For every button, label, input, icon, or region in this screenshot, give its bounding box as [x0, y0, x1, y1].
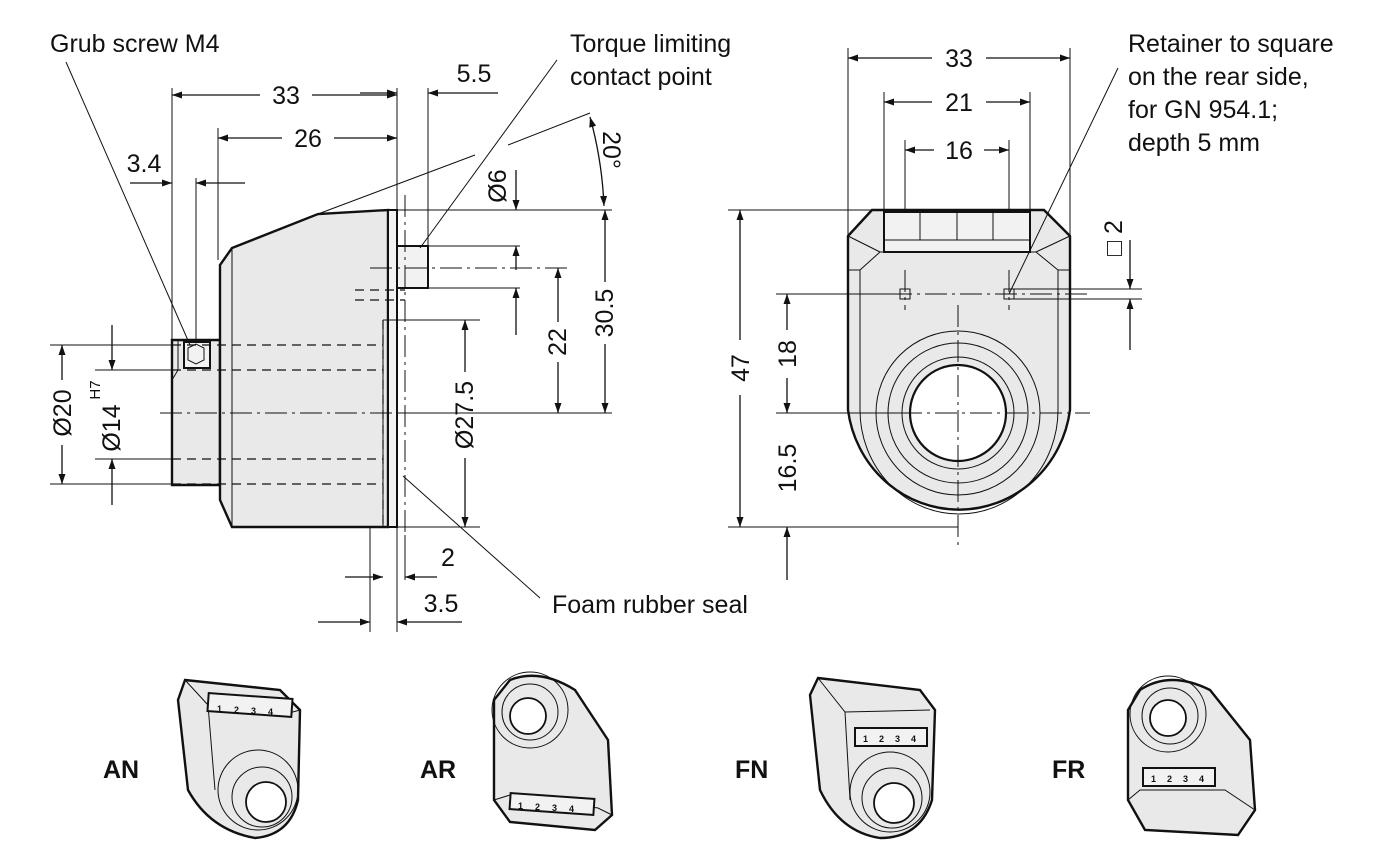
- variant-ar: 1 2 3 4 AR: [420, 671, 614, 832]
- variant-fn: 1 2 3 4 FN: [735, 676, 937, 840]
- dim-dia-14-tolerance: H7: [87, 380, 104, 399]
- variant-fr-digit-4: 4: [1199, 774, 1204, 784]
- dim-width-16: 16: [945, 137, 973, 165]
- contact-point-stud: [396, 245, 429, 289]
- callout-grub-screw: Grub screw M4: [50, 30, 220, 58]
- variant-fn-digit-4: 4: [911, 734, 916, 744]
- callout-retainer-line2: on the rear side,: [1128, 63, 1309, 91]
- variant-fn-digit-1: 1: [863, 734, 868, 744]
- variant-fr: 1 2 3 4 FR: [1052, 675, 1257, 837]
- dim-dia-27-5: Ø27.5: [451, 381, 479, 449]
- dim-width-21: 21: [945, 89, 973, 117]
- variant-an-digit-4: 4: [268, 707, 273, 717]
- dim-3-4: 3.4: [127, 150, 162, 178]
- callout-retainer-line4: depth 5 mm: [1128, 129, 1260, 157]
- variant-fr-digit-1: 1: [1151, 774, 1156, 784]
- callout-retainer-line3: for GN 954.1;: [1128, 96, 1278, 124]
- dim-22: 22: [544, 328, 572, 356]
- variant-fr-digit-2: 2: [1167, 774, 1172, 784]
- front-body: [846, 208, 1072, 511]
- variant-an-digit-3: 3: [251, 706, 256, 716]
- variant-ar-digit-4: 4: [569, 804, 574, 814]
- variant-an-digit-2: 2: [234, 705, 239, 715]
- dim-dia-20: Ø20: [49, 389, 77, 436]
- dim-5-5: 5.5: [457, 60, 492, 88]
- variant-ar-digit-2: 2: [535, 802, 540, 812]
- dim-height-18: 18: [774, 340, 802, 368]
- dim-3-5: 3.5: [424, 590, 459, 618]
- variant-fn-digit-2: 2: [879, 734, 884, 744]
- variant-fr-label: FR: [1052, 756, 1085, 784]
- variant-ar-digit-1: 1: [518, 801, 523, 811]
- dim-dia-6: Ø6: [484, 169, 512, 202]
- dim-square-2: □ 2: [1100, 220, 1128, 256]
- callout-foam-seal: Foam rubber seal: [552, 591, 748, 619]
- side-view: 33 26 3.4 5.5 20° Ø6 30.5 22 Ø27.5: [49, 30, 748, 632]
- callout-retainer-line1: Retainer to square: [1128, 30, 1334, 58]
- callout-torque-line2: contact point: [570, 63, 712, 91]
- main-body: [218, 208, 390, 529]
- variant-ar-digit-3: 3: [552, 803, 557, 813]
- variant-ar-label: AR: [420, 756, 456, 784]
- callout-torque-line1: Torque limiting: [570, 30, 731, 58]
- variant-an: 1 2 3 4 AN: [103, 678, 302, 840]
- dim-2: 2: [441, 544, 455, 572]
- seal-plate: [387, 209, 398, 528]
- variant-an-label: AN: [103, 756, 139, 784]
- variant-fn-label: FN: [735, 756, 768, 784]
- dim-height-47: 47: [727, 354, 755, 382]
- dim-33: 33: [272, 82, 300, 110]
- dim-height-16-5: 16.5: [774, 444, 802, 493]
- dim-26: 26: [294, 125, 322, 153]
- dim-30-5: 30.5: [591, 289, 619, 338]
- dim-width-33: 33: [945, 45, 973, 73]
- variant-an-digit-1: 1: [217, 704, 222, 714]
- dim-dia-14: Ø14: [98, 404, 126, 451]
- variant-fn-digit-3: 3: [895, 734, 900, 744]
- variant-fr-digit-3: 3: [1183, 774, 1188, 784]
- front-view: 33 21 16 47 18 16.5 □ 2 Retainer to squa…: [727, 30, 1334, 580]
- dim-angle-20: 20°: [597, 131, 625, 169]
